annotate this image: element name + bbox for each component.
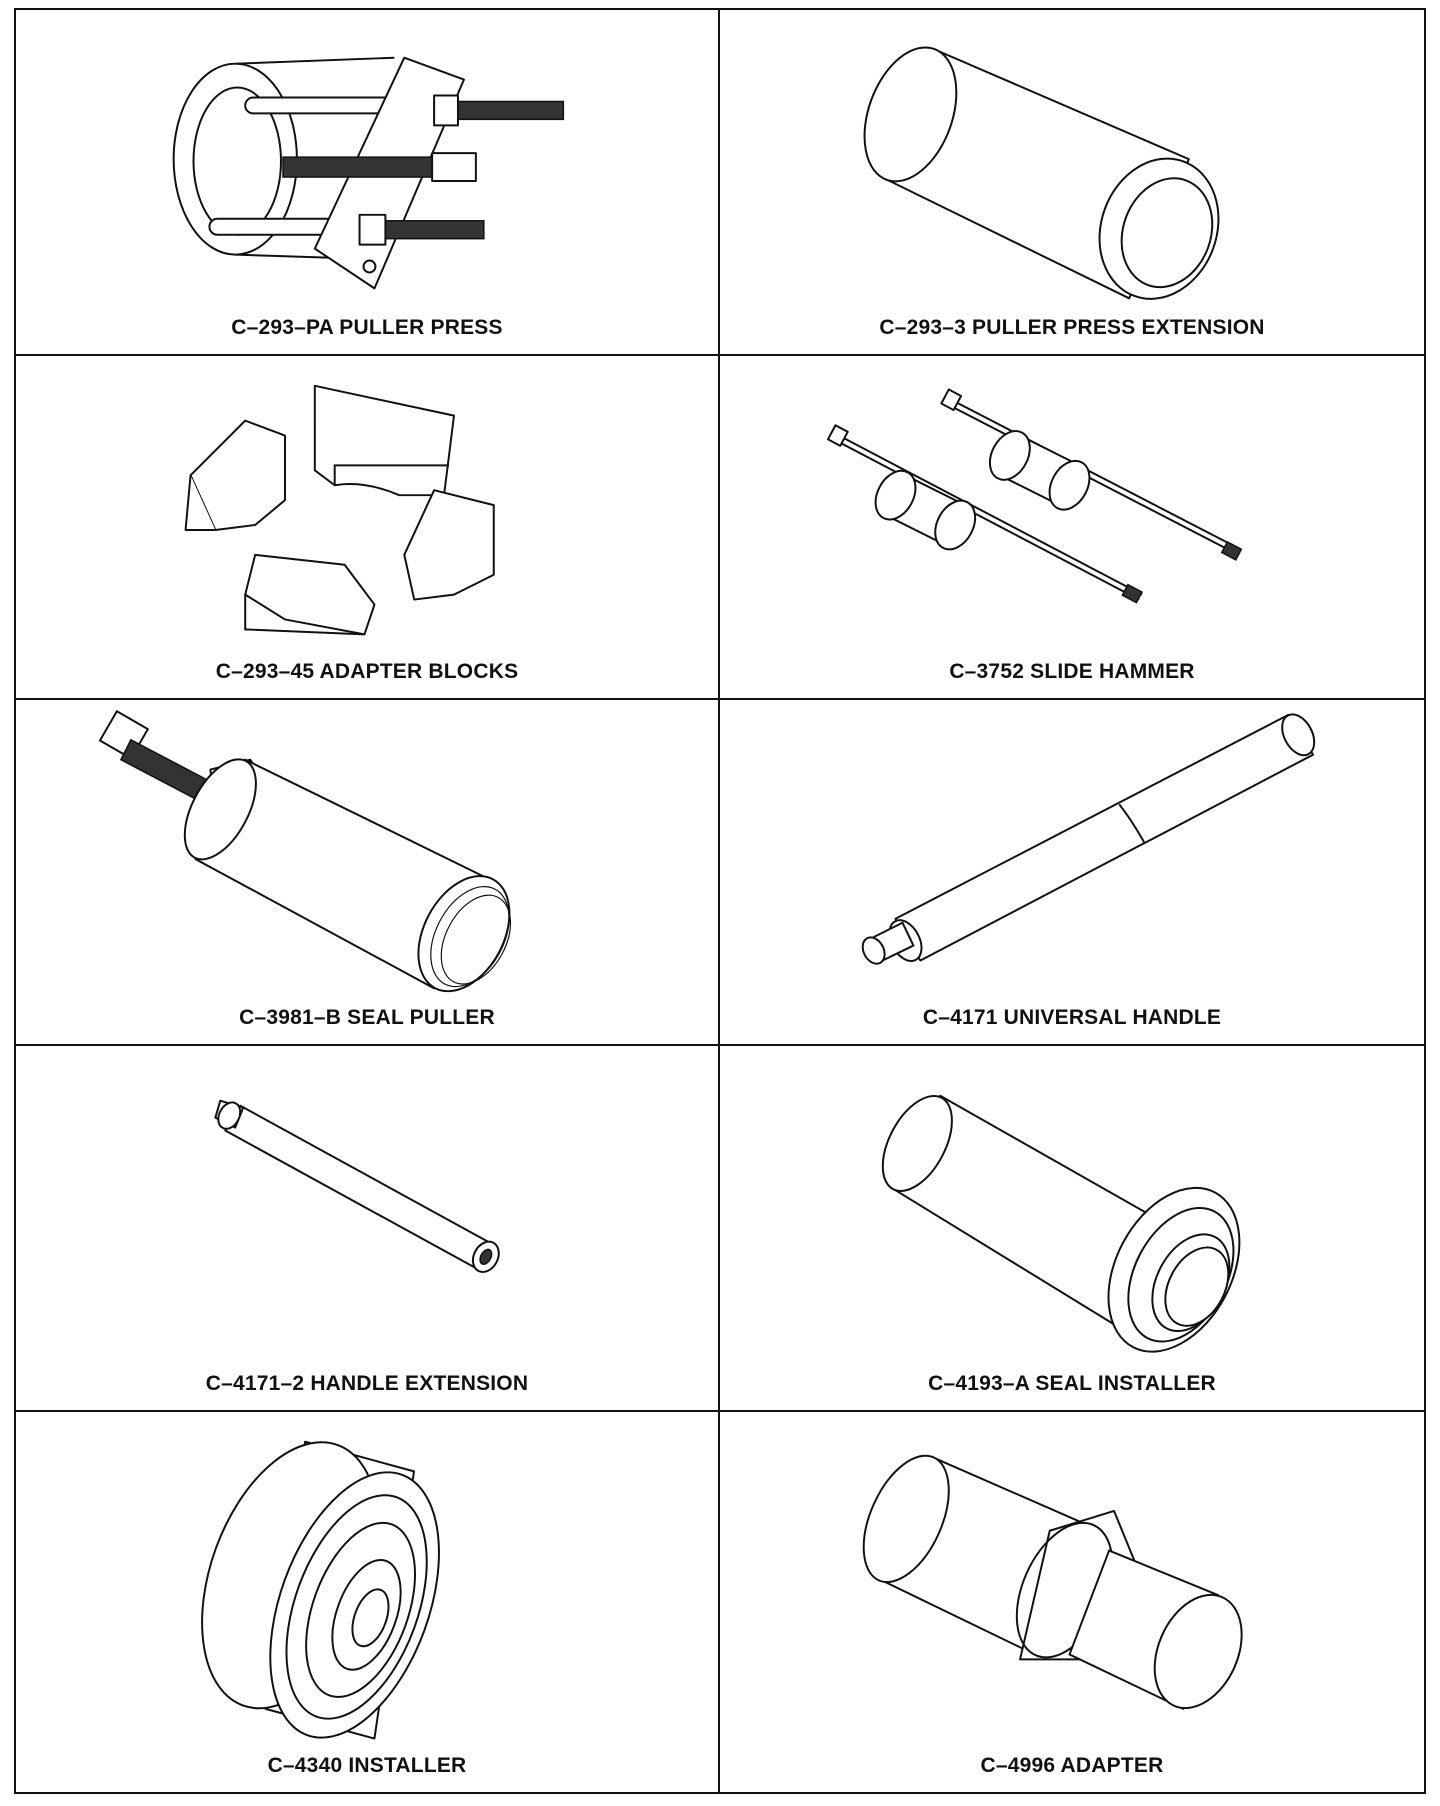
handle-extension-icon xyxy=(214,1099,500,1273)
tool-caption: C–293–45 ADAPTER BLOCKS xyxy=(215,660,519,683)
installer-icon xyxy=(201,1440,440,1740)
slide-hammer-icon xyxy=(826,388,1243,604)
tool-caption: C–4193–A SEAL INSTALLER xyxy=(928,1372,1216,1395)
tool-cell-seal-installer: C–4193–A SEAL INSTALLER xyxy=(720,1046,1424,1412)
universal-handle-icon xyxy=(861,713,1316,965)
tool-cell-slide-hammer: C–3752 SLIDE HAMMER xyxy=(720,356,1424,700)
tool-cell-puller-press: C–293–PA PULLER PRESS xyxy=(16,10,720,356)
tool-cell-handle-extension: C–4171–2 HANDLE EXTENSION xyxy=(16,1046,720,1412)
tool-cell-universal-handle: C–4171 UNIVERSAL HANDLE xyxy=(720,700,1424,1046)
tool-caption: C–4171–2 HANDLE EXTENSION xyxy=(205,1372,529,1395)
tool-caption: C–293–PA PULLER PRESS xyxy=(231,316,503,339)
tool-caption: C–4171 UNIVERSAL HANDLE xyxy=(922,1006,1222,1029)
seal-puller-icon xyxy=(98,710,512,993)
press-extension-icon xyxy=(863,46,1220,300)
tool-grid: C–293–PA PULLER PRESS C–293–3 PULLER PRE… xyxy=(14,8,1426,1794)
tool-cell-adapter-blocks: C–293–45 ADAPTER BLOCKS xyxy=(16,356,720,700)
tool-cell-press-extension: C–293–3 PULLER PRESS EXTENSION xyxy=(720,10,1424,356)
tool-cell-seal-puller: C–3981–B SEAL PULLER xyxy=(16,700,720,1046)
tool-caption: C–3981–B SEAL PULLER xyxy=(239,1006,495,1029)
tool-cell-adapter: C–4996 ADAPTER xyxy=(720,1412,1424,1792)
adapter-blocks-icon xyxy=(184,384,495,636)
tool-caption: C–4340 INSTALLER xyxy=(267,1754,467,1777)
tool-caption: C–4996 ADAPTER xyxy=(980,1754,1164,1777)
tool-caption: C–293–3 PULLER PRESS EXTENSION xyxy=(879,316,1265,339)
puller-press-icon xyxy=(172,56,565,290)
tool-cell-installer: C–4340 INSTALLER xyxy=(16,1412,720,1792)
adapter-icon xyxy=(862,1454,1243,1710)
tool-caption: C–3752 SLIDE HAMMER xyxy=(949,660,1195,683)
seal-installer-icon xyxy=(881,1094,1241,1353)
